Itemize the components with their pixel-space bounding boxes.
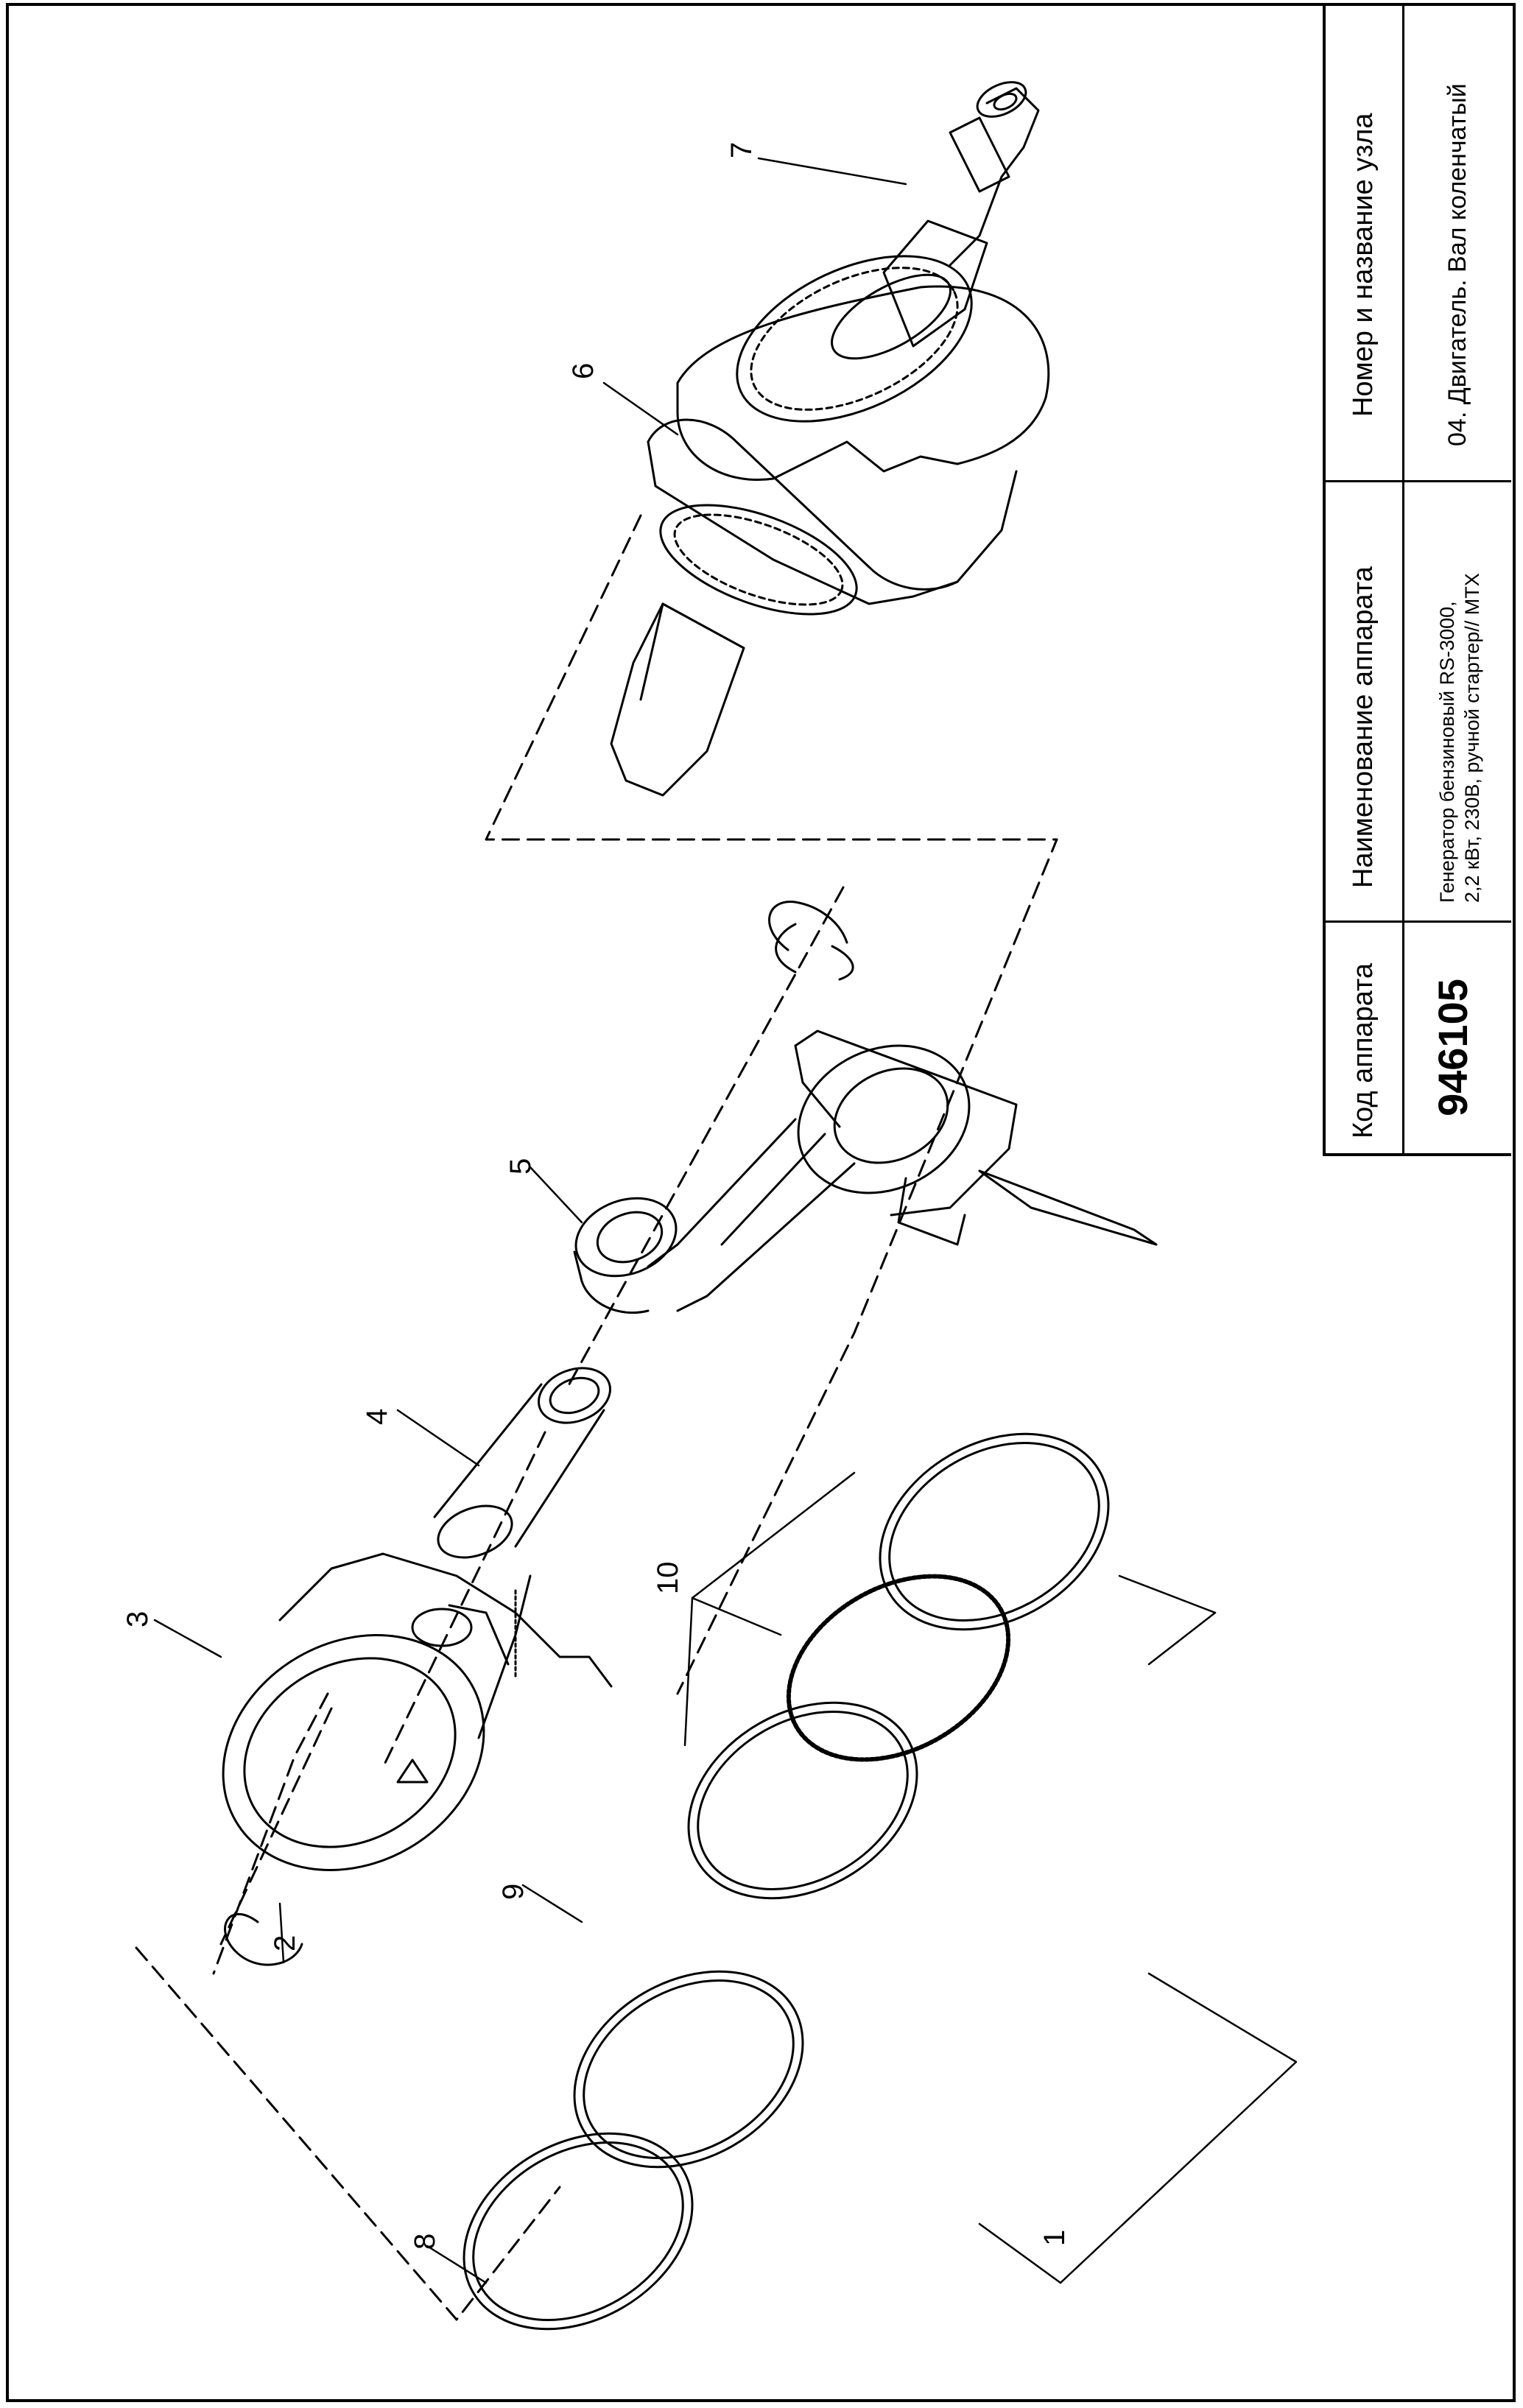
callout-10: 10 xyxy=(652,1562,684,1595)
piston xyxy=(222,1552,613,1871)
title-block-row-divider xyxy=(1326,920,1511,923)
callout-labels: 1 2 3 4 5 6 7 8 9 10 xyxy=(122,142,1071,2250)
piston-ring-8 xyxy=(462,2132,694,2331)
circlip xyxy=(224,901,848,1966)
callout-3: 3 xyxy=(122,1611,154,1627)
compression-ring-2 xyxy=(687,1701,918,1900)
connecting-rod xyxy=(573,923,1158,1314)
piston-ring-9 xyxy=(573,1970,804,2169)
drawing-frame xyxy=(6,3,1516,2402)
crankshaft xyxy=(610,81,1050,797)
callout-1: 1 xyxy=(1038,2230,1071,2246)
callout-6: 6 xyxy=(567,363,599,379)
title-block-row-divider xyxy=(1326,480,1511,482)
callout-9: 9 xyxy=(497,1884,530,1900)
leader-lines xyxy=(153,157,1298,2284)
title-block-divider xyxy=(1402,4,1404,1153)
title-block: Номер и название узла 04. Двигатель. Вал… xyxy=(1323,4,1511,1156)
callout-2: 2 xyxy=(269,1935,301,1951)
callout-5: 5 xyxy=(504,1158,537,1175)
oil-ring-spring xyxy=(786,1574,1011,1762)
callout-4: 4 xyxy=(361,1409,393,1425)
piston-pin xyxy=(433,1367,611,1559)
compression-ring-1 xyxy=(879,1432,1110,1631)
assembly-lines xyxy=(135,514,1058,2321)
callout-7: 7 xyxy=(725,142,758,158)
callout-8: 8 xyxy=(409,2233,441,2250)
